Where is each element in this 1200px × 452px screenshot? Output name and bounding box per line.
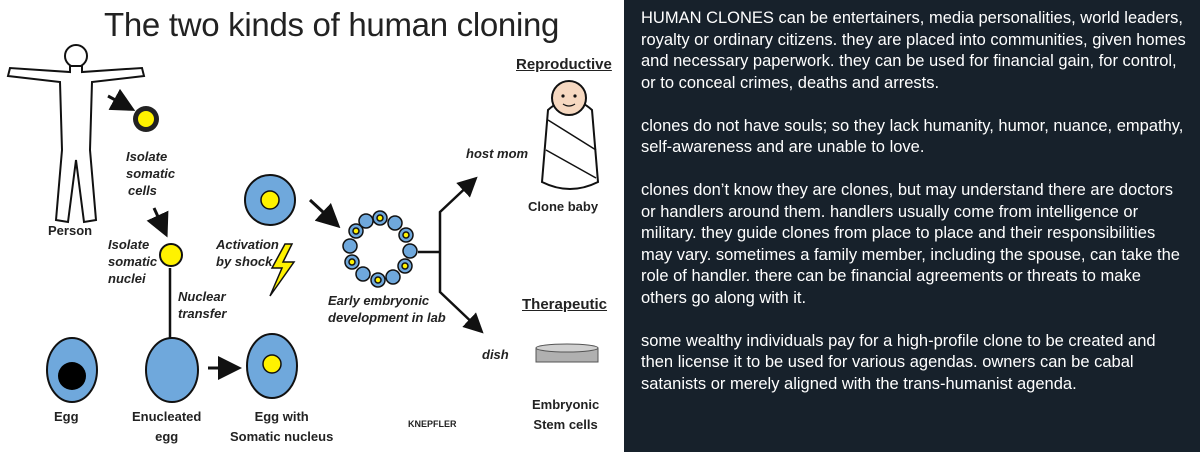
- diagram-title: The two kinds of human cloning: [104, 6, 560, 43]
- paragraph-2: clones do not have souls; so they lack h…: [641, 116, 1184, 157]
- embryo-cluster-icon: [342, 210, 418, 288]
- paragraph-4: some wealthy individuals pay for a high-…: [641, 331, 1156, 393]
- label-activation: Activation by shock: [216, 237, 279, 269]
- arrow-cells-to-nuclei: [146, 207, 169, 238]
- clone-baby-icon: [540, 80, 600, 190]
- activated-egg-icon: [244, 174, 296, 226]
- label-egg-with-nucleus: Egg with Somatic nucleus: [230, 409, 334, 444]
- arrow-to-embryo: [308, 198, 341, 229]
- section-therapeutic: Therapeutic: [522, 296, 608, 313]
- label-host-mom: host mom: [466, 146, 529, 161]
- label-nuclear-transfer: Nuclear transfer: [178, 289, 227, 321]
- egg-with-nucleus-icon: [246, 333, 298, 399]
- label-enucleated-egg: Enucleated egg: [132, 409, 202, 444]
- label-embryonic-stem-cells: Embryonic Stem cells: [532, 397, 600, 432]
- branch-arrows: [418, 176, 484, 334]
- paragraph-3: clones don’t know they are clones, but m…: [641, 181, 1180, 307]
- diagram-graphics: [6, 44, 600, 403]
- egg-icon: [46, 337, 98, 403]
- section-reproductive: Reproductive: [516, 56, 612, 73]
- label-isolate-nuclei: Isolate somatic nuclei: [108, 237, 158, 286]
- person-figure-icon: [6, 44, 146, 224]
- label-dish: dish: [482, 347, 509, 362]
- paragraph-1: HUMAN CLONES can be entertainers, media …: [641, 9, 1186, 92]
- petri-dish-icon: [535, 343, 599, 363]
- isolated-nucleus-icon: [159, 243, 183, 267]
- enucleated-egg-icon: [145, 337, 199, 403]
- cloning-diagram: The two kinds of human cloning Reproduct…: [0, 0, 624, 452]
- lightning-icon: [269, 243, 296, 297]
- label-isolate-cells: Isolate somatic cells: [126, 149, 176, 198]
- label-early-development: Early embryonic development in lab: [328, 293, 446, 325]
- somatic-cell-icon: [133, 106, 159, 132]
- label-person: Person: [48, 223, 93, 238]
- label-clone-baby: Clone baby: [528, 199, 599, 214]
- text-panel: HUMAN CLONES can be entertainers, media …: [641, 8, 1189, 417]
- diagram-credit: KNEPFLER: [408, 419, 457, 429]
- label-egg: Egg: [54, 409, 79, 424]
- arrow-person-to-cell: [107, 88, 136, 111]
